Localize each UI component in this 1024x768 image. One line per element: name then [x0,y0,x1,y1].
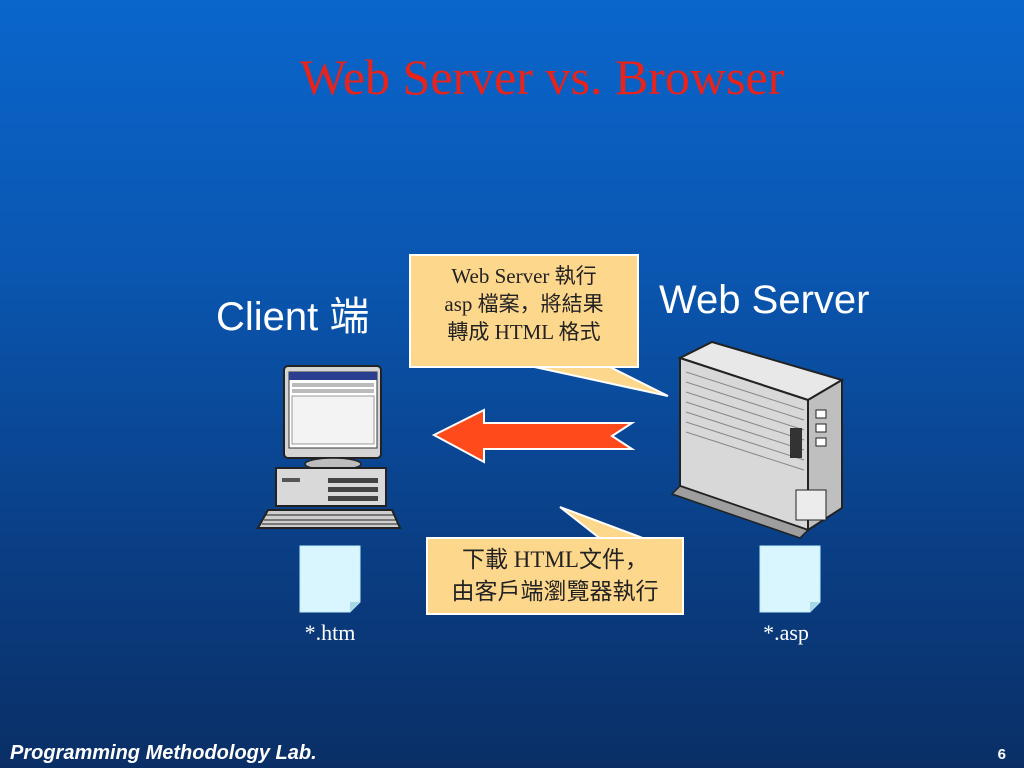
callout-bottom-line: 下載 HTML文件， [462,547,648,572]
server-label: Web Server [659,278,870,322]
client-label: Client 端 [216,295,370,339]
htm-file-icon [299,545,361,613]
client-computer-icon [256,365,402,529]
asp-file-label: *.asp [763,620,809,645]
arrow-left-icon [431,408,636,464]
footer-lab-name: Programming Methodology Lab. [10,742,317,764]
callout-bottom-text: 下載 HTML文件， 由客戶端瀏覽器執行 [428,544,682,608]
web-server-icon [670,340,845,539]
callout-top-shape [409,254,669,397]
callout-bottom-shape [426,506,684,615]
callout-top-line: 轉成 HTML 格式 [447,320,601,344]
slide-title: Web Server vs. Browser [299,49,785,105]
callout-top-line: Web Server 執行 [451,264,597,288]
page-number: 6 [997,746,1006,763]
asp-file-icon [759,545,821,613]
callout-top-text: Web Server 執行 asp 檔案，將結果 轉成 HTML 格式 [412,262,636,346]
htm-file-label: *.htm [304,620,356,645]
callout-top-line: asp 檔案，將結果 [444,292,604,316]
callout-bottom-line: 由客戶端瀏覽器執行 [451,579,659,604]
